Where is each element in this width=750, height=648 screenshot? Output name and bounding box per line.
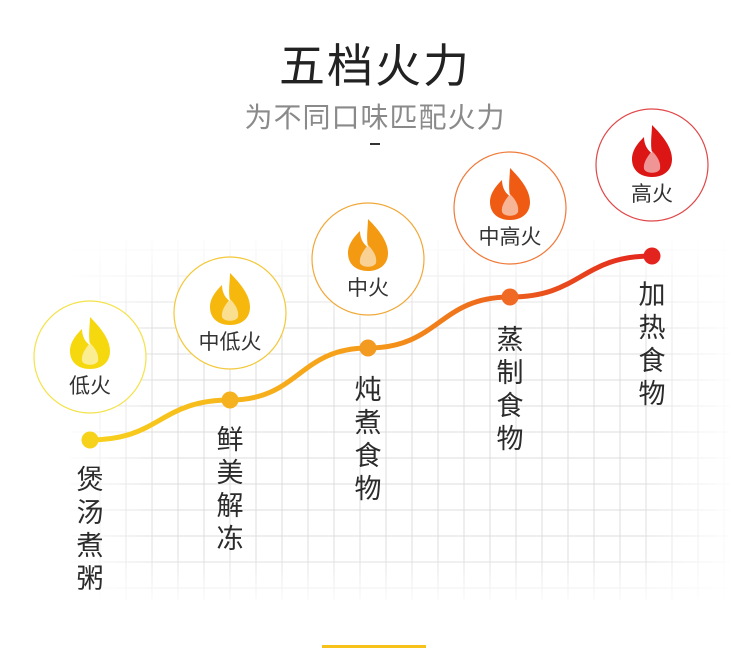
- flame-icon: [348, 219, 388, 271]
- food-label-char: 煮: [355, 408, 382, 439]
- food-label-char: 蒸: [497, 325, 524, 356]
- level-point: [501, 288, 519, 306]
- food-label-char: 美: [217, 458, 244, 489]
- food-label-char: 煲: [77, 465, 104, 496]
- bottom-accent-bar: [322, 645, 426, 648]
- level-point: [359, 339, 377, 357]
- food-label-char: 粥: [77, 564, 104, 595]
- level-point: [221, 391, 239, 409]
- food-label-char: 炖: [355, 375, 382, 406]
- food-label-char: 冻: [217, 524, 244, 555]
- food-label-char: 食: [639, 346, 666, 377]
- food-label-char: 物: [639, 379, 666, 410]
- level-label: 低火: [69, 374, 111, 398]
- title-divider: [370, 143, 380, 145]
- food-label-char: 鲜: [217, 425, 244, 456]
- food-label-char: 食: [497, 391, 524, 422]
- food-label-char: 食: [355, 441, 382, 472]
- food-label-char: 热: [639, 313, 666, 344]
- level-label: 中高火: [479, 225, 542, 249]
- level-label: 中火: [347, 276, 389, 300]
- flame-icon: [632, 125, 672, 177]
- page-subtitle: 为不同口味匹配火力: [244, 101, 506, 134]
- food-label-char: 加: [639, 280, 666, 311]
- food-label-char: 煮: [77, 531, 104, 562]
- level-label: 高火: [631, 182, 673, 206]
- flame-icon: [490, 168, 530, 220]
- food-label-char: 解: [217, 491, 244, 522]
- flame-icon: [210, 273, 250, 325]
- level-label: 中低火: [199, 330, 262, 354]
- food-label-char: 制: [497, 358, 524, 389]
- level-point: [81, 431, 99, 449]
- food-label-char: 物: [497, 424, 524, 455]
- food-label-char: 汤: [77, 498, 104, 529]
- flame-icon: [70, 317, 110, 369]
- food-label-char: 物: [355, 474, 382, 505]
- page-title: 五档火力: [279, 39, 471, 93]
- level-point: [643, 247, 661, 265]
